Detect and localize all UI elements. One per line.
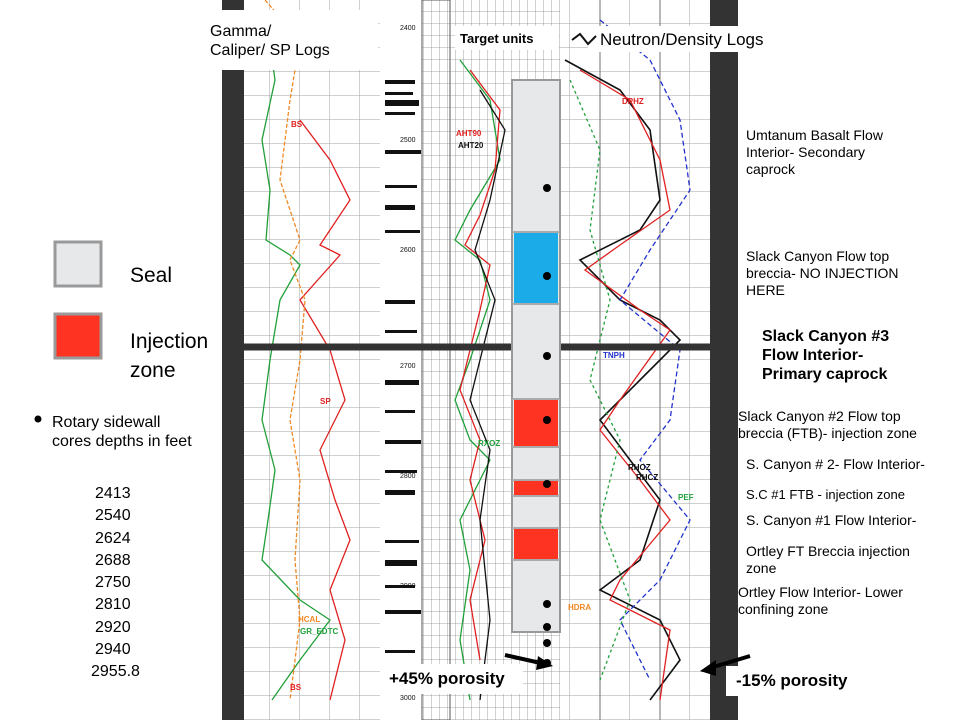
seal-swatch	[53, 240, 103, 288]
core-point	[543, 416, 551, 424]
injection-swatch	[53, 312, 103, 360]
zone-label-sc1-ftb: S.C #1 FTB - injection zone	[746, 487, 905, 502]
depth-tick: 2900	[400, 583, 416, 590]
seal-block	[514, 305, 558, 399]
core-bullet	[34, 415, 42, 423]
curve-label: BS	[291, 120, 303, 129]
seal-block	[514, 82, 558, 232]
curve-label: PEF	[678, 493, 694, 502]
core-depth: 2688	[95, 551, 131, 569]
curve-label: TNPH	[603, 351, 625, 360]
core-point	[543, 352, 551, 360]
core-depth: 2810	[95, 596, 131, 614]
curve-label: BS	[290, 683, 302, 692]
seal-block	[514, 448, 558, 480]
injection-block	[514, 529, 558, 559]
core-point	[543, 600, 551, 608]
curve-label: RXOZ	[478, 439, 500, 448]
legend-seal-label: Seal	[130, 264, 173, 287]
zone-label-ortley-interior: Ortley Flow Interior- Lower confining zo…	[738, 584, 903, 617]
porosity-right-label: -15% porosity	[736, 671, 848, 690]
porosity-arrows	[504, 653, 751, 676]
target-units-label: Target units	[460, 31, 534, 46]
depth-tick: 2800	[400, 473, 416, 480]
injection-block	[514, 481, 558, 495]
curve-label: RHOZ	[628, 463, 651, 472]
depth-tick: 3000	[400, 695, 416, 702]
core-depth: 2540	[95, 507, 131, 525]
curve-label: HDRA	[568, 603, 591, 612]
zone-label-slack-flow-top: Slack Canyon Flow top breccia- NO INJECT…	[746, 248, 899, 298]
core-depth: 2413	[95, 485, 131, 502]
neutron-density-label: Neutron/Density Logs	[600, 30, 764, 49]
core-point	[543, 639, 551, 647]
core-point	[543, 184, 551, 192]
core-depth-list: 2413 2540 2624 2688 2750 2810 2920 2940 …	[91, 483, 140, 684]
curve-label: HCAL	[298, 615, 320, 624]
curve-label: RHCZ	[636, 473, 658, 482]
zone-label-primary-caprock: Slack Canyon #3 Flow Interior- Primary c…	[762, 328, 890, 384]
core-point	[543, 272, 551, 280]
curve-label: GR_EDTC	[300, 627, 338, 636]
injection-block	[514, 400, 558, 446]
core-depth: 2920	[95, 618, 131, 636]
depth-tick: 2600	[400, 247, 416, 254]
core-depth: 2624	[95, 529, 131, 547]
lithology-track	[385, 80, 421, 653]
zone-label-canyon-2-interior: S. Canyon # 2- Flow Interior-	[746, 456, 925, 472]
core-point	[543, 623, 551, 631]
log-curves	[261, 0, 691, 701]
depth-tick: 2400	[400, 25, 416, 32]
legend-injection-label: Injection zone	[130, 330, 209, 383]
porosity-left-label: +45% porosity	[389, 669, 505, 688]
core-depth: 2955.8	[91, 663, 140, 681]
neutron-legend-swatch	[571, 32, 597, 46]
zone-label-umtanum: Umtanum Basalt Flow Interior- Secondary …	[746, 127, 883, 177]
curve-label: DPHZ	[622, 97, 644, 106]
curve-labels: BS SP TNPH DPHZ AHT90 AHT20 RXOZ RHOZ RH…	[290, 97, 694, 692]
depth-scale: 2400 2500 2600 2700 2800 2900 3000	[400, 25, 416, 702]
zone-label-slack-2-ftb: Slack Canyon #2 Flow top breccia (FTB)- …	[738, 408, 917, 441]
curve-label: AHT90	[456, 129, 482, 138]
target-units-column	[511, 79, 561, 633]
curve-label: SP	[320, 397, 331, 406]
zone-label-canyon-1-interior: S. Canyon #1 Flow Interior-	[746, 512, 917, 528]
core-depth: 2750	[95, 574, 131, 592]
seal-block	[514, 497, 558, 527]
gamma-logs-label: Gamma/ Caliper/ SP Logs	[210, 23, 330, 60]
depth-tick: 2700	[400, 363, 416, 370]
zone-label-ortley-ft: Ortley FT Breccia injection zone	[746, 543, 910, 576]
flow-top-block	[514, 233, 558, 303]
depth-tick: 2500	[400, 137, 416, 144]
curve-label: AHT20	[458, 141, 484, 150]
core-depth: 2940	[95, 641, 131, 659]
core-point	[543, 480, 551, 488]
cores-title: Rotary sidewall cores depths in feet	[52, 414, 192, 451]
seal-block	[514, 561, 558, 631]
